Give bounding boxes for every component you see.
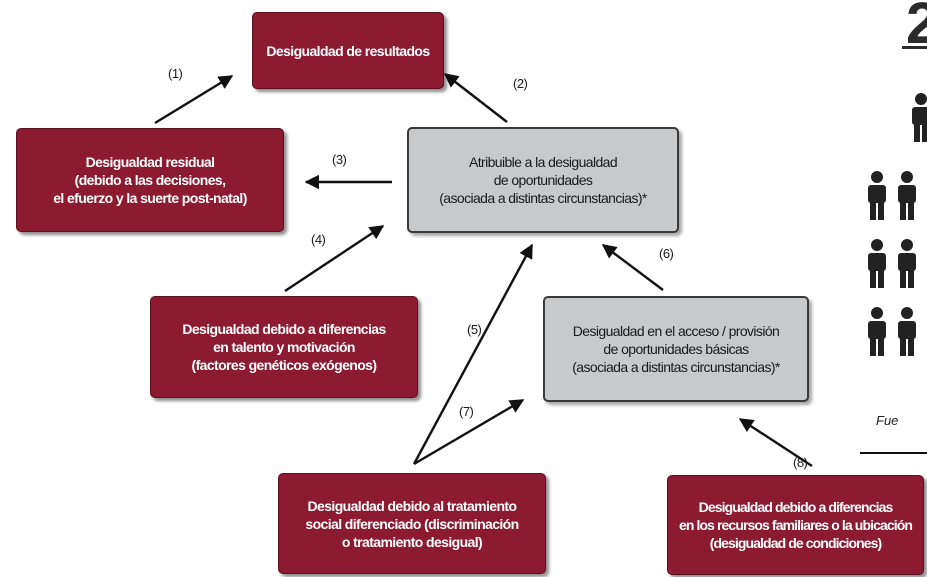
node-line: en talento y motivación: [213, 339, 355, 355]
arrow-label-6: (6): [659, 246, 674, 261]
arrow-label-5: (5): [467, 322, 482, 337]
node-desigualdad-residual: Desigualdad residual (debido a las decis…: [16, 128, 284, 232]
node-line: (asociada a distintas circunstancias)*: [572, 359, 780, 375]
arrow-1: [154, 74, 234, 125]
glyph-underline: [902, 46, 927, 49]
arrow-label-4: (4): [311, 232, 326, 247]
source-rule: [860, 452, 927, 454]
node-line: de oportunidades básicas: [603, 341, 749, 357]
node-line: (debido a las decisiones,: [74, 172, 226, 188]
person-icon: [868, 307, 886, 356]
person-icon: [898, 239, 916, 288]
node-line: (asociada a distintas circunstancias)*: [439, 190, 647, 206]
side-panel: 2 Fue: [858, 0, 927, 577]
node-line: social diferenciado (discriminación: [305, 515, 519, 532]
node-line: Atribuible a la desigualdad: [468, 154, 618, 170]
arrow-label-3: (3): [332, 152, 347, 167]
node-line: Desigualdad residual: [85, 154, 215, 170]
arrow-label-8: (8): [793, 455, 808, 470]
node-desigualdad-resultados: Desigualdad de resultados: [252, 12, 444, 89]
node-line: o tratamiento desigual): [341, 533, 483, 550]
person-icon: [868, 171, 886, 220]
arrow-5: [412, 243, 534, 465]
arrow-8: [738, 417, 813, 468]
person-icon: [898, 171, 916, 220]
node-desigualdad-acceso: Desigualdad en el acceso / provisión de …: [543, 296, 809, 402]
node-line: el efuerzo y la suerte post-natal): [53, 190, 247, 206]
node-desigualdad-tratamiento: Desigualdad debido al tratamiento social…: [278, 473, 546, 574]
node-line: Desigualdad de resultados: [266, 42, 430, 59]
person-icon: [898, 307, 916, 356]
arrow-label-7: (7): [459, 404, 474, 419]
arrow-2: [443, 73, 508, 123]
node-desigualdad-recursos: Desigualdad debido a diferencias en los …: [667, 475, 924, 575]
arrow-6: [601, 244, 664, 291]
person-icon: [868, 239, 886, 288]
node-line: Desigualdad debido a diferencias: [182, 321, 386, 337]
node-line: en los recursos familiares o la ubicació…: [678, 517, 913, 533]
node-desigualdad-oportunidades: Atribuible a la desigualdad de oportunid…: [407, 127, 679, 233]
cropped-number-glyph: 2: [906, 0, 927, 56]
node-desigualdad-talento: Desigualdad debido a diferencias en tale…: [150, 296, 418, 398]
arrow-label-2: (2): [513, 76, 528, 91]
node-line: Desigualdad en el acceso / provisión: [572, 323, 780, 339]
arrow-label-1: (1): [168, 66, 183, 81]
arrow-7: [413, 398, 525, 466]
person-icon: [912, 93, 927, 142]
node-line: Desigualdad debido al tratamiento: [307, 497, 518, 514]
node-line: Desigualdad debido a diferencias: [698, 499, 894, 515]
node-line: (factores genéticos exógenos): [191, 357, 377, 373]
source-label: Fue: [876, 413, 899, 428]
node-line: (desigualdad de condiciones): [709, 535, 883, 551]
node-line: de oportunidades: [493, 172, 593, 188]
arrow-4: [284, 224, 385, 293]
